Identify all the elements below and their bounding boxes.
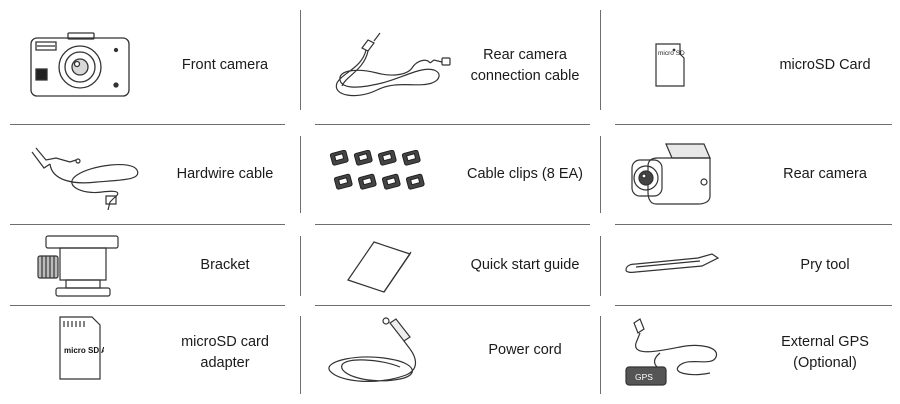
- gps-label-text: GPS: [635, 372, 653, 382]
- item-label: Bracket: [200, 256, 250, 273]
- row-divider: [615, 124, 892, 125]
- item-hardwire-cable: Hardwire cable: [0, 124, 300, 224]
- item-label: Front camera: [181, 56, 269, 73]
- adapter-logo-text: micro SD Adapter: [64, 346, 104, 355]
- power-cord-icon: [320, 315, 450, 389]
- column-divider: [300, 236, 301, 296]
- column-divider: [600, 316, 601, 394]
- rear-camera-icon: [626, 138, 720, 208]
- microsd-card-icon: micro SD: [652, 40, 692, 90]
- quick-start-guide-icon: [344, 238, 414, 294]
- row-divider: [315, 224, 590, 225]
- item-external-gps: GPS External GPS (Optional): [600, 305, 900, 404]
- hardwire-cable-icon: [22, 140, 152, 210]
- item-label: microSD card adapter: [181, 334, 269, 371]
- rear-camera-cable-icon: [322, 28, 452, 108]
- item-label: Rear camera connection cable: [470, 47, 580, 84]
- column-divider: [600, 10, 601, 110]
- row-divider: [615, 224, 892, 225]
- item-label: Cable clips (8 EA): [466, 165, 584, 182]
- item-rear-camera: Rear camera: [600, 124, 900, 224]
- item-label: Hardwire cable: [176, 165, 274, 182]
- row-divider: [10, 124, 285, 125]
- front-camera-icon: [28, 30, 132, 100]
- row-divider: [615, 305, 892, 306]
- item-label: microSD Card: [779, 56, 871, 73]
- item-label: External GPS (Optional): [781, 334, 869, 371]
- pry-tool-icon: [622, 250, 722, 280]
- column-divider: [600, 236, 601, 296]
- item-cable-clips: Cable clips (8 EA): [300, 124, 600, 224]
- column-divider: [600, 136, 601, 213]
- item-quick-start-guide: Quick start guide: [300, 224, 600, 305]
- external-gps-icon: GPS: [620, 317, 730, 393]
- row-divider: [315, 305, 590, 306]
- bracket-icon: [36, 232, 126, 300]
- item-microsd-adapter: micro SD Adapter microSD card adapter: [0, 305, 300, 404]
- row-divider: [315, 124, 590, 125]
- item-microsd-card: micro SD microSD Card: [600, 0, 900, 124]
- microsd-adapter-icon: micro SD Adapter: [56, 315, 104, 381]
- row-divider: [10, 224, 285, 225]
- item-power-cord: Power cord: [300, 305, 600, 404]
- item-label: Pry tool: [800, 256, 850, 273]
- item-label: Power cord: [488, 341, 562, 358]
- item-front-camera: Front camera: [0, 0, 300, 124]
- item-rear-camera-cable: Rear camera connection cable: [300, 0, 600, 124]
- item-label: Rear camera: [783, 165, 867, 182]
- column-divider: [300, 10, 301, 110]
- cable-clips-icon: [320, 150, 430, 200]
- item-label: Quick start guide: [470, 256, 580, 273]
- row-divider: [10, 305, 285, 306]
- column-divider: [300, 136, 301, 213]
- item-bracket: Bracket: [0, 224, 300, 305]
- item-pry-tool: Pry tool: [600, 224, 900, 305]
- microsd-logo-text: micro SD: [658, 50, 685, 57]
- column-divider: [300, 316, 301, 394]
